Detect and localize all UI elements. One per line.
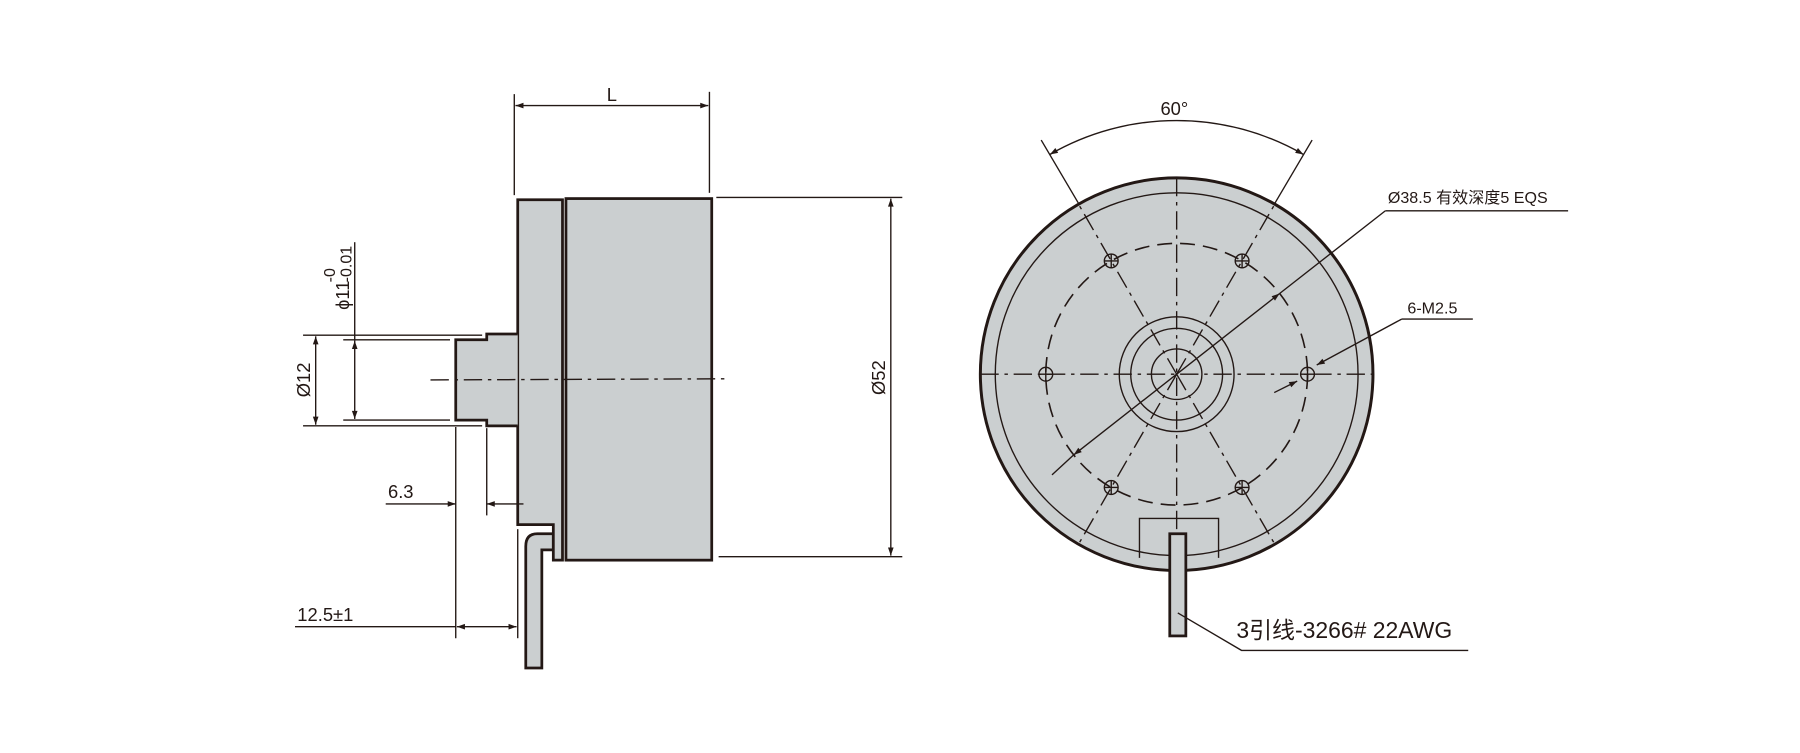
lead-wire-side	[524, 532, 555, 670]
mounting-hole	[1234, 253, 1250, 269]
lead-wire-front	[1168, 532, 1188, 638]
angle-dimension-arc	[1049, 119, 1304, 156]
body-dia-label: Ø52	[868, 360, 889, 395]
bearing-boss-middle	[1130, 327, 1224, 421]
bolt-circle-leader	[1051, 454, 1075, 476]
mounting-holes	[1038, 253, 1316, 496]
bolt-circle-leader	[1279, 210, 1386, 295]
mounting-hole	[1103, 479, 1119, 496]
thread-leader	[1273, 380, 1298, 394]
bolt-circle-leader	[1176, 292, 1281, 375]
bolt-circle-label: Ø38.5 有效深度5 EQS	[1388, 189, 1548, 207]
side-view: L Ø52 Ø12 ϕ11 -0 -0.01 6.3 12.5±1	[293, 84, 903, 670]
axis-centerline	[430, 378, 726, 381]
lead-offset-label: 12.5±1	[297, 604, 353, 625]
angle-extension-line	[1040, 139, 1080, 205]
bolt-circle-leader	[1073, 373, 1178, 456]
angle-extension-line	[1273, 139, 1313, 205]
angle-label: 60°	[1160, 98, 1188, 119]
shaft-fit-label: ϕ11 -0 -0.01	[321, 246, 355, 310]
boss-length-label: 6.3	[388, 481, 414, 502]
cable-exit-block	[1138, 517, 1220, 558]
thread-leader	[1316, 318, 1402, 366]
svg-text:-0: -0	[321, 268, 339, 282]
thread-label: 6-M2.5	[1407, 299, 1457, 317]
length-label: L	[607, 84, 617, 105]
hub-dia-label: Ø12	[293, 363, 314, 398]
svg-text:ϕ11: ϕ11	[332, 281, 353, 310]
shaft-circle	[1150, 348, 1203, 401]
mounting-hole	[1103, 253, 1119, 269]
bearing-boss-outer	[1118, 316, 1235, 433]
mounting-hole	[1234, 479, 1250, 496]
lead-wire-label: 3引线-3266# 22AWG	[1236, 617, 1452, 643]
mounting-hole	[1038, 366, 1054, 382]
front-view: 60° Ø38.5 有效深度5 EQS 6-M2.5 3引线	[978, 98, 1569, 652]
mounting-hole	[1299, 366, 1316, 382]
svg-text:-0.01: -0.01	[337, 246, 355, 283]
lead-wire-leader	[1177, 612, 1469, 652]
